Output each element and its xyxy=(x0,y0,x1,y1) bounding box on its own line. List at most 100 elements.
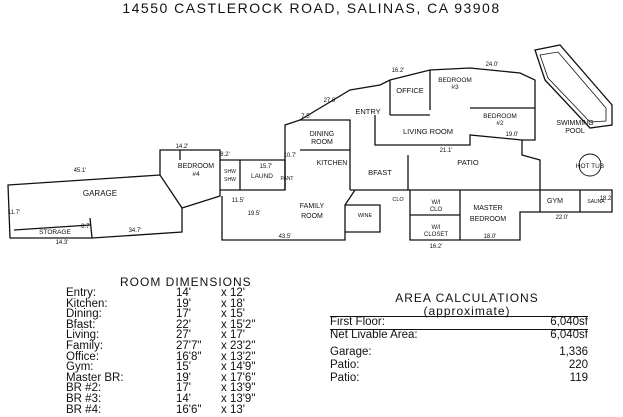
room-width: x 14'9" xyxy=(221,361,256,374)
room-dimension-row: Bfast:22'x 15'2" xyxy=(66,319,296,332)
first-floor-row: First Floor: 6,040sf xyxy=(330,316,588,329)
patio1-value: 220 xyxy=(568,359,588,371)
room-length: 14' xyxy=(176,393,191,405)
room-width: x 13' xyxy=(221,403,245,416)
first-floor-label: First Floor: xyxy=(330,316,385,328)
label-dining-b: ROOM xyxy=(311,139,333,146)
room-length: 27'7" xyxy=(176,340,202,352)
area-calc-title: AREA CALCULATIONS (approximate) xyxy=(372,292,562,318)
room-dimension-row: BR #3: 14' x 13'9" xyxy=(66,393,296,406)
dim-19: 10.7' xyxy=(284,153,297,159)
dim-4: 11.5' xyxy=(232,198,244,204)
label-gym: GYM xyxy=(547,198,563,205)
living-outline xyxy=(374,115,523,146)
label-hot-tub: HOT TUB xyxy=(576,163,604,170)
room-dimension-row: Gym:15'x 14'9" xyxy=(66,361,296,374)
label-storage: STORAGE xyxy=(39,229,71,236)
room-name: Master BR: xyxy=(66,371,124,384)
room-name: BR #4: xyxy=(66,403,102,416)
dim-7: 14.2' xyxy=(176,144,189,150)
room-width: x 13'2" xyxy=(221,350,256,363)
room-length: 16'6" xyxy=(176,403,202,416)
room-name: Gym: xyxy=(66,361,94,374)
label-wine: WINE xyxy=(358,213,373,219)
room-width: x 18' xyxy=(221,297,245,310)
room-length: 17' xyxy=(176,308,191,321)
label-sauna: SAUNA xyxy=(587,199,605,205)
dim-1: 45.1' xyxy=(74,168,87,174)
first-floor-value: 6,040sf xyxy=(550,316,588,328)
dim-13: 21.1' xyxy=(440,148,453,154)
wine-outline xyxy=(345,204,381,233)
label-garage: GARAGE xyxy=(83,189,117,198)
dim-16: 16.2' xyxy=(430,244,443,250)
label-shw2: SHW xyxy=(224,177,236,183)
room-dimension-row: Entry:14'x 12' xyxy=(66,287,296,300)
label-bedroom2-b: #2 xyxy=(496,120,504,127)
label-shw: SHW xyxy=(224,169,236,175)
dim-10: 16.2' xyxy=(392,68,405,74)
room-name: Office: xyxy=(66,350,100,363)
area-calc-subtitle: (approximate) xyxy=(423,304,511,318)
dim-2: 14.3' xyxy=(56,240,69,246)
label-entry: ENTRY xyxy=(355,107,380,116)
dim-12: 19.0' xyxy=(506,132,519,138)
room-dimension-row: Dining:17'x 15' xyxy=(66,308,296,321)
bedroom4-outline xyxy=(159,149,221,209)
room-length: 16'8" xyxy=(176,350,202,363)
garage-label: Garage: xyxy=(330,346,372,358)
label-bedroom3-a: BEDROOM xyxy=(438,77,472,84)
garage-row: Garage: 1,336 xyxy=(330,346,588,359)
upper-outline xyxy=(299,67,536,141)
room-length: 19' xyxy=(176,371,191,384)
room-name: BR #3: xyxy=(66,393,102,405)
room-dimension-row: Family:27'7"x 23'2" xyxy=(66,340,296,353)
room-length: 19' xyxy=(176,297,191,310)
family-outline xyxy=(221,189,356,241)
dim-11: 24.0' xyxy=(486,62,499,68)
dim-14: 22.0' xyxy=(556,215,569,221)
room-width: x 15'2" xyxy=(221,318,256,331)
net-livable-label: Net Livable Area: xyxy=(330,329,418,341)
label-living: LIVING ROOM xyxy=(403,127,453,136)
room-dimension-row: Kitchen: 19' x 18' xyxy=(66,298,296,311)
room-dimension-row: Living: 27' x 17' xyxy=(66,329,296,342)
label-family-b: ROOM xyxy=(301,213,323,220)
label-bedroom4-a: BEDROOM xyxy=(178,163,214,170)
dim-17: 18.0' xyxy=(484,234,497,240)
room-width: x 13'9" xyxy=(221,393,256,405)
room-length: 27' xyxy=(176,329,191,342)
room-dimension-row: Master BR:19'x 17'6" xyxy=(66,372,296,385)
room-dimensions-title: ROOM DIMENSIONS xyxy=(120,275,252,289)
dim-5: 8.2' xyxy=(220,152,230,158)
dim-8: 7.5' xyxy=(301,114,311,120)
master-outline xyxy=(409,190,541,241)
storage-wall xyxy=(13,224,91,231)
room-length: 14' xyxy=(176,287,191,299)
dim-22: 8.7' xyxy=(81,224,91,230)
room-name: Living: xyxy=(66,329,100,342)
divider-top xyxy=(330,316,588,317)
room-length: 22' xyxy=(176,318,191,331)
patio1-row: Patio: 220 xyxy=(330,359,588,372)
label-office: OFFICE xyxy=(396,86,424,95)
room-name: Dining: xyxy=(66,308,102,321)
label-bedroom2-a: BEDROOM xyxy=(483,113,517,120)
label-clo: CLO xyxy=(392,197,404,203)
label-family-a: FAMILY xyxy=(300,203,325,210)
room-name: Entry: xyxy=(66,287,97,299)
area-calc-heading: AREA CALCULATIONS xyxy=(395,291,539,305)
label-master-b: BEDROOM xyxy=(470,216,506,223)
room-name: BR #2: xyxy=(66,382,102,395)
address-title: 14550 CASTLEROCK ROAD, SALINAS, CA 93908 xyxy=(122,0,501,16)
room-name: Kitchen: xyxy=(66,297,108,310)
dim-18: 19.5' xyxy=(248,211,261,217)
label-bfast: BFAST xyxy=(368,168,392,177)
room-width: x 17' xyxy=(221,329,245,342)
room-length: 17' xyxy=(176,382,191,395)
room-dimension-row: BR #4: 16'6" x 13' xyxy=(66,404,296,417)
label-wicloset-b: CLOSET xyxy=(424,232,448,238)
patio2-value: 119 xyxy=(569,372,588,384)
label-pool-a: SWIMMING xyxy=(556,120,593,127)
label-bedroom3-b: #3 xyxy=(451,84,459,91)
